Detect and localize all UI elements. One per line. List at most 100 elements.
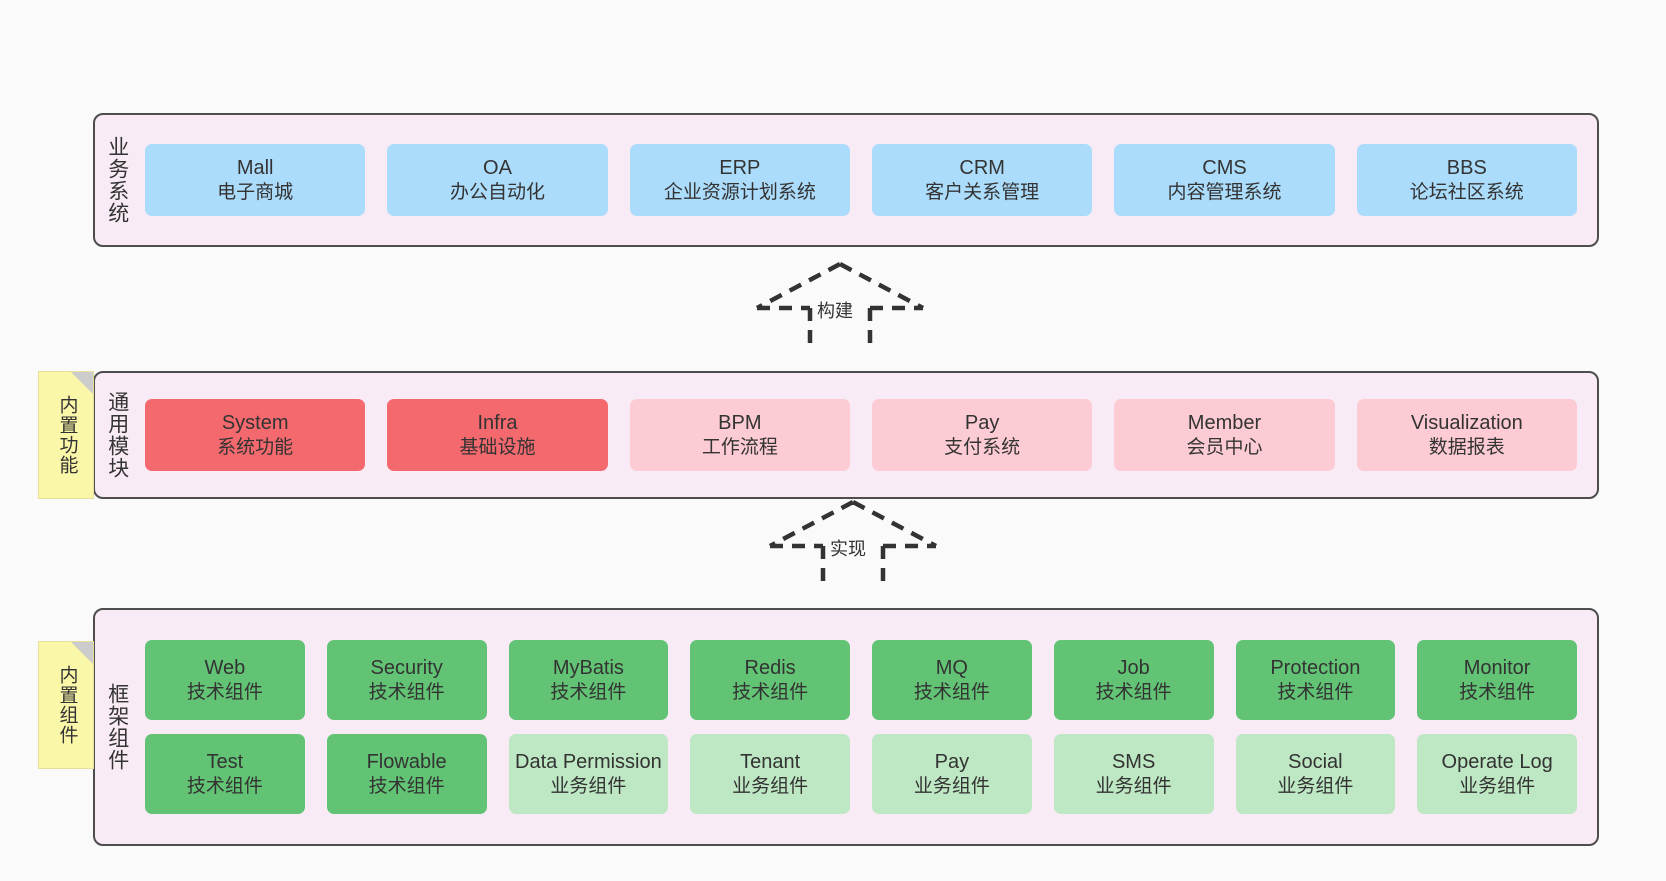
- card-cn-label: 业务组件: [1459, 775, 1536, 797]
- layer-body-common: System 系统功能 Infra 基础设施 BPM 工作流程 Pay 支付系统…: [139, 373, 1597, 497]
- card-en-label: MQ: [935, 656, 968, 679]
- card-en-label: Job: [1117, 656, 1150, 679]
- card-cn-label: 办公自动化: [449, 181, 545, 203]
- card-en-label: Redis: [744, 656, 796, 679]
- card-en-label: Visualization: [1410, 411, 1523, 434]
- component-card-tenant[interactable]: Tenant 业务组件: [690, 734, 850, 814]
- module-card-mall[interactable]: Mall 电子商城: [145, 144, 366, 216]
- module-card-erp[interactable]: ERP 企业资源计划系统: [629, 144, 850, 216]
- card-cn-label: 技术组件: [732, 681, 809, 703]
- card-cn-label: 论坛社区系统: [1409, 181, 1524, 203]
- module-card-oa[interactable]: OA 办公自动化: [387, 144, 608, 216]
- card-cn-label: 技术组件: [550, 681, 627, 703]
- module-card-system[interactable]: System 系统功能: [145, 399, 366, 471]
- card-cn-label: 业务组件: [732, 775, 809, 797]
- card-cn-label: 技术组件: [186, 681, 263, 703]
- component-card-monitor[interactable]: Monitor 技术组件: [1417, 640, 1577, 720]
- card-en-label: CMS: [1202, 156, 1247, 179]
- card-en-label: Test: [206, 750, 244, 773]
- module-card-crm[interactable]: CRM 客户关系管理: [871, 144, 1093, 216]
- component-card-operate-log[interactable]: Operate Log 业务组件: [1417, 734, 1577, 814]
- card-en-label: ERP: [719, 156, 761, 179]
- card-en-label: Tenant: [740, 750, 801, 773]
- layer-title-common: 通用模块: [105, 391, 129, 479]
- card-cn-label: 系统功能: [217, 436, 294, 458]
- card-cn-label: 技术组件: [1095, 681, 1172, 703]
- card-cn-label: 电子商城: [217, 181, 294, 203]
- card-en-label: Security: [370, 656, 443, 679]
- card-cn-label: 技术组件: [368, 775, 445, 797]
- component-card-job[interactable]: Job 技术组件: [1053, 640, 1214, 720]
- card-en-label: BPM: [718, 411, 762, 434]
- card-en-label: Web: [204, 656, 246, 679]
- component-card-test[interactable]: Test 技术组件: [145, 734, 305, 814]
- card-cn-label: 技术组件: [368, 681, 445, 703]
- card-cn-label: 工作流程: [701, 436, 778, 458]
- card-cn-label: 会员中心: [1186, 436, 1263, 458]
- card-en-label: Flowable: [366, 750, 447, 773]
- card-cn-label: 技术组件: [1277, 681, 1354, 703]
- card-en-label: Member: [1187, 411, 1262, 434]
- common-row: System 系统功能 Infra 基础设施 BPM 工作流程 Pay 支付系统…: [145, 399, 1577, 471]
- layer-common-modules: 通用模块 System 系统功能 Infra 基础设施 BPM 工作流程 Pay…: [93, 371, 1599, 499]
- card-cn-label: 业务组件: [550, 775, 627, 797]
- card-cn-label: 技术组件: [1459, 681, 1536, 703]
- card-en-label: OA: [483, 156, 512, 179]
- dashed-hollow-arrow-up-icon: [755, 262, 925, 352]
- layer-body-business: Mall 电子商城 OA 办公自动化 ERP 企业资源计划系统 CRM 客户关系…: [139, 115, 1597, 245]
- layer-title-framework: 框架组件: [105, 683, 129, 771]
- framework-row-1: Web 技术组件 Security 技术组件 MyBatis 技术组件 Redi…: [145, 640, 1577, 720]
- card-en-label: Pay: [934, 750, 970, 773]
- card-en-label: Operate Log: [1441, 750, 1553, 773]
- layer-framework-components: 框架组件 Web 技术组件 Security 技术组件 MyBatis 技术组件…: [93, 608, 1599, 846]
- card-cn-label: 客户关系管理: [925, 181, 1040, 203]
- card-cn-label: 支付系统: [944, 436, 1021, 458]
- connector-implement-label: 实现: [830, 539, 866, 559]
- module-card-infra[interactable]: Infra 基础设施: [387, 399, 608, 471]
- module-card-member[interactable]: Member 会员中心: [1114, 399, 1335, 471]
- card-en-label: CRM: [959, 156, 1005, 179]
- card-cn-label: 企业资源计划系统: [663, 181, 816, 203]
- card-cn-label: 内容管理系统: [1167, 181, 1282, 203]
- card-en-label: Social: [1288, 750, 1343, 773]
- card-en-label: Mall: [236, 156, 274, 179]
- card-en-label: Pay: [964, 411, 1000, 434]
- component-card-social[interactable]: Social 业务组件: [1235, 734, 1396, 814]
- component-card-protection[interactable]: Protection 技术组件: [1235, 640, 1396, 720]
- component-card-mq[interactable]: MQ 技术组件: [872, 640, 1032, 720]
- card-cn-label: 技术组件: [913, 681, 990, 703]
- module-card-bbs[interactable]: BBS 论坛社区系统: [1356, 144, 1577, 216]
- component-card-mybatis[interactable]: MyBatis 技术组件: [508, 640, 669, 720]
- card-cn-label: 技术组件: [186, 775, 263, 797]
- card-cn-label: 业务组件: [913, 775, 990, 797]
- card-en-label: Infra: [477, 411, 518, 434]
- module-card-cms[interactable]: CMS 内容管理系统: [1114, 144, 1335, 216]
- component-card-data-permission[interactable]: Data Permission 业务组件: [508, 734, 669, 814]
- sticky-label: 内置功能: [56, 395, 78, 475]
- card-cn-label: 业务组件: [1095, 775, 1172, 797]
- sticky-label: 内置组件: [56, 665, 78, 745]
- card-en-label: Monitor: [1463, 656, 1531, 679]
- module-card-pay[interactable]: Pay 支付系统: [871, 399, 1093, 471]
- dashed-hollow-arrow-up-icon: [768, 500, 938, 590]
- component-card-pay[interactable]: Pay 业务组件: [872, 734, 1032, 814]
- component-card-sms[interactable]: SMS 业务组件: [1053, 734, 1214, 814]
- card-cn-label: 基础设施: [459, 436, 536, 458]
- component-card-redis[interactable]: Redis 技术组件: [690, 640, 850, 720]
- module-card-visualization[interactable]: Visualization 数据报表: [1356, 399, 1577, 471]
- connector-build-label: 构建: [817, 301, 853, 321]
- module-card-bpm[interactable]: BPM 工作流程: [629, 399, 850, 471]
- layer-business-systems: 业务系统 Mall 电子商城 OA 办公自动化 ERP 企业资源计划系统 CRM…: [93, 113, 1599, 247]
- connector-build: 构建: [755, 262, 925, 352]
- card-cn-label: 数据报表: [1428, 436, 1505, 458]
- card-cn-label: 业务组件: [1277, 775, 1354, 797]
- component-card-security[interactable]: Security 技术组件: [326, 640, 487, 720]
- card-en-label: Data Permission: [515, 750, 662, 773]
- card-en-label: BBS: [1446, 156, 1487, 179]
- layer-title-business: 业务系统: [105, 136, 129, 224]
- component-card-web[interactable]: Web 技术组件: [145, 640, 305, 720]
- business-row: Mall 电子商城 OA 办公自动化 ERP 企业资源计划系统 CRM 客户关系…: [145, 144, 1577, 216]
- card-en-label: SMS: [1111, 750, 1156, 773]
- component-card-flowable[interactable]: Flowable 技术组件: [326, 734, 487, 814]
